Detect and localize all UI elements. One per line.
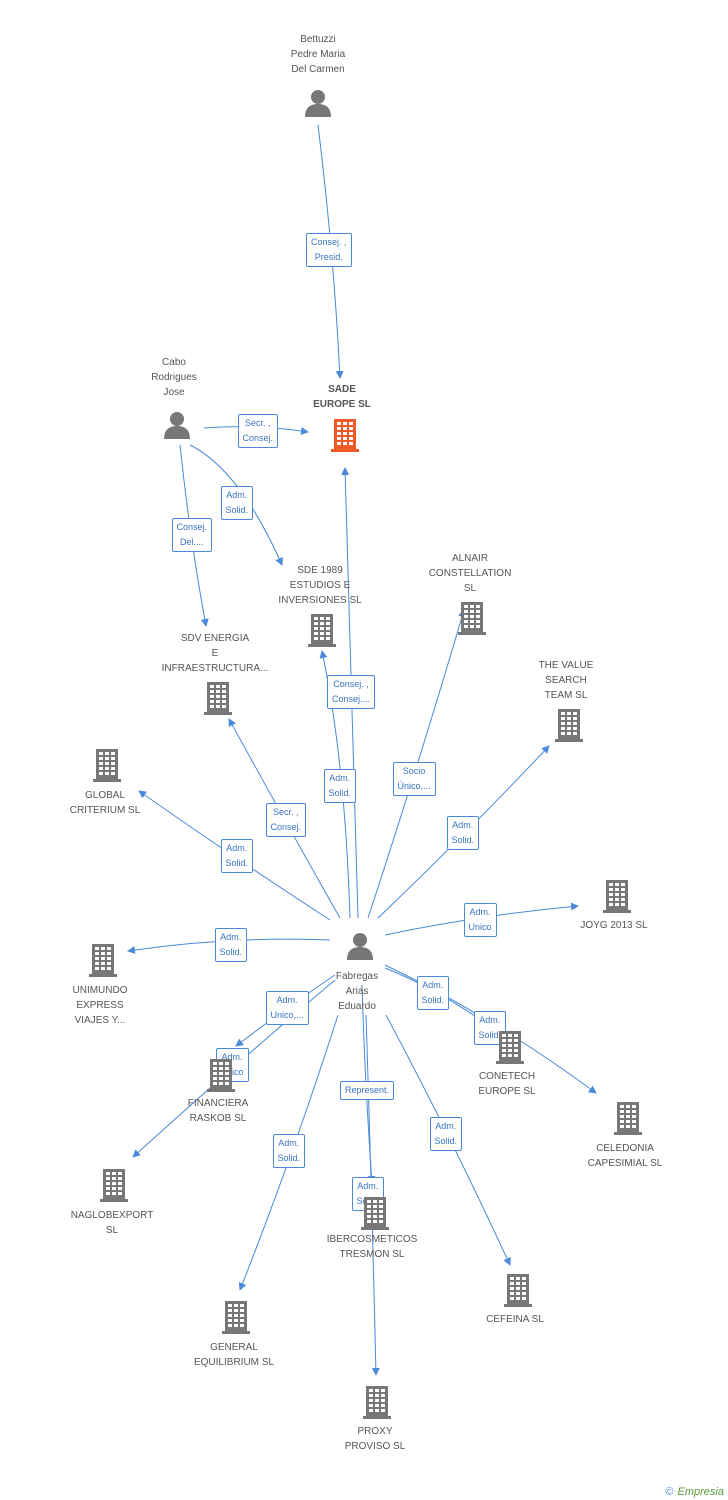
building-glyph [93, 749, 121, 782]
relation-label-cabo-sde1989[interactable]: Adm. Solid. [220, 486, 254, 520]
company-icon[interactable] [613, 1101, 643, 1140]
building-glyph [603, 880, 631, 913]
building-glyph [504, 1274, 532, 1307]
relation-label-fabregas-ibercosmeticos[interactable]: Represent. [340, 1080, 395, 1100]
person-icon[interactable] [162, 410, 192, 445]
company-icon[interactable] [360, 1196, 390, 1235]
building-glyph [204, 682, 232, 715]
company-icon[interactable] [554, 708, 584, 747]
node-label-sade[interactable]: SADE EUROPE SL [313, 384, 371, 410]
node-label-joyg[interactable]: JOYG 2013 SL [580, 920, 648, 931]
building-glyph [331, 419, 359, 452]
company-icon[interactable] [221, 1300, 251, 1339]
company-icon[interactable] [307, 613, 337, 652]
relation-label-fabregas-alnair[interactable]: Socio Único,... [392, 762, 436, 796]
node-label-unimundo[interactable]: UNIMUNDO EXPRESS VIAJES Y... [72, 985, 128, 1026]
relation-label-fabregas-sdv[interactable]: Secr. , Consej. [265, 803, 307, 837]
node-label-valuesearch[interactable]: THE VALUE SEARCH TEAM SL [538, 660, 594, 701]
relation-label-fabregas-conetech[interactable]: Adm. Solid. [416, 976, 450, 1010]
relation-label-cabo-sade[interactable]: Secr. , Consej. [237, 414, 279, 448]
building-glyph [361, 1197, 389, 1230]
relation-label-fabregas-sade[interactable]: Adm. Solid. [323, 769, 357, 803]
node-label-bettuzzi[interactable]: Bettuzzi Pedre Maria Del Carmen [290, 34, 346, 75]
building-glyph [458, 602, 486, 635]
node-label-proxy[interactable]: PROXY PROVISO SL [344, 1426, 406, 1452]
building-glyph [308, 614, 336, 647]
building-glyph [496, 1031, 524, 1064]
focus-company-icon[interactable] [330, 418, 360, 457]
node-label-naglobexport[interactable]: NAGLOBEXPORT SL [70, 1210, 154, 1236]
company-icon[interactable] [457, 601, 487, 640]
node-label-sdv[interactable]: SDV ENERGIA E INFRAESTRUCTURA... [161, 633, 269, 674]
company-icon[interactable] [362, 1385, 392, 1424]
relation-label-cabo-sdv[interactable]: Consej. Del.... [171, 518, 213, 552]
building-glyph [89, 944, 117, 977]
node-label-fabregas[interactable]: Fabregas Arias Eduardo [335, 971, 379, 1012]
person-icon[interactable] [303, 88, 333, 123]
node-label-financiera[interactable]: FINANCIERA RASKOB SL [187, 1098, 249, 1124]
building-glyph [100, 1169, 128, 1202]
building-glyph [363, 1386, 391, 1419]
building-glyph [555, 709, 583, 742]
node-label-cefeina[interactable]: CEFEINA SL [486, 1314, 544, 1325]
node-label-global[interactable]: GLOBAL CRITERIUM SL [69, 790, 141, 816]
relation-label-fabregas-financiera[interactable]: Adm. Unico,... [265, 991, 309, 1025]
person-glyph [347, 933, 373, 960]
building-glyph [614, 1102, 642, 1135]
company-icon[interactable] [92, 748, 122, 787]
person-icon[interactable] [345, 931, 375, 966]
company-icon[interactable] [99, 1168, 129, 1207]
relation-label-fabregas-unimundo[interactable]: Adm. Solid. [214, 928, 248, 962]
relation-label-fabregas-valuesearch[interactable]: Adm. Solid. [446, 816, 480, 850]
company-icon[interactable] [206, 1058, 236, 1097]
relation-label-fabregas-general[interactable]: Adm. Solid. [272, 1134, 306, 1168]
relation-label-fabregas-joyg[interactable]: Adm. Unico [463, 903, 497, 937]
node-label-sde1989[interactable]: SDE 1989 ESTUDIOS E INVERSIONES SL [278, 565, 362, 606]
person-glyph [305, 90, 331, 117]
relation-label-fabregas-global[interactable]: Adm. Solid. [220, 839, 254, 873]
person-glyph [164, 412, 190, 439]
building-glyph [207, 1059, 235, 1092]
brand-name: Empresia [677, 1486, 724, 1498]
copyright-mark: © [665, 1486, 674, 1498]
company-icon[interactable] [88, 943, 118, 982]
node-label-cabo[interactable]: Cabo Rodrigues Jose [151, 357, 197, 398]
node-label-conetech[interactable]: CONETECH EUROPE SL [478, 1071, 536, 1097]
node-label-general[interactable]: GENERAL EQUILIBRIUM SL [193, 1342, 275, 1368]
building-glyph [222, 1301, 250, 1334]
node-label-alnair[interactable]: ALNAIR CONSTELLATION SL [428, 553, 512, 594]
company-icon[interactable] [203, 681, 233, 720]
relation-label-bettuzzi-sade[interactable]: Consej. , Presid. [306, 233, 352, 267]
footer-brand[interactable]: ©Empresia [665, 1486, 724, 1498]
relation-label-fabregas-sde1989[interactable]: Consej. , Consej.... [327, 675, 376, 709]
company-icon[interactable] [503, 1273, 533, 1312]
company-icon[interactable] [602, 879, 632, 918]
company-icon[interactable] [495, 1030, 525, 1069]
node-label-celedonia[interactable]: CELEDONIA CAPESIMIAL SL [587, 1143, 663, 1169]
node-label-ibercosmeticos[interactable]: IBERCOSMETICOS TRESMON SL [326, 1234, 418, 1260]
relation-label-fabregas-cefeina[interactable]: Adm. Solid. [429, 1117, 463, 1151]
